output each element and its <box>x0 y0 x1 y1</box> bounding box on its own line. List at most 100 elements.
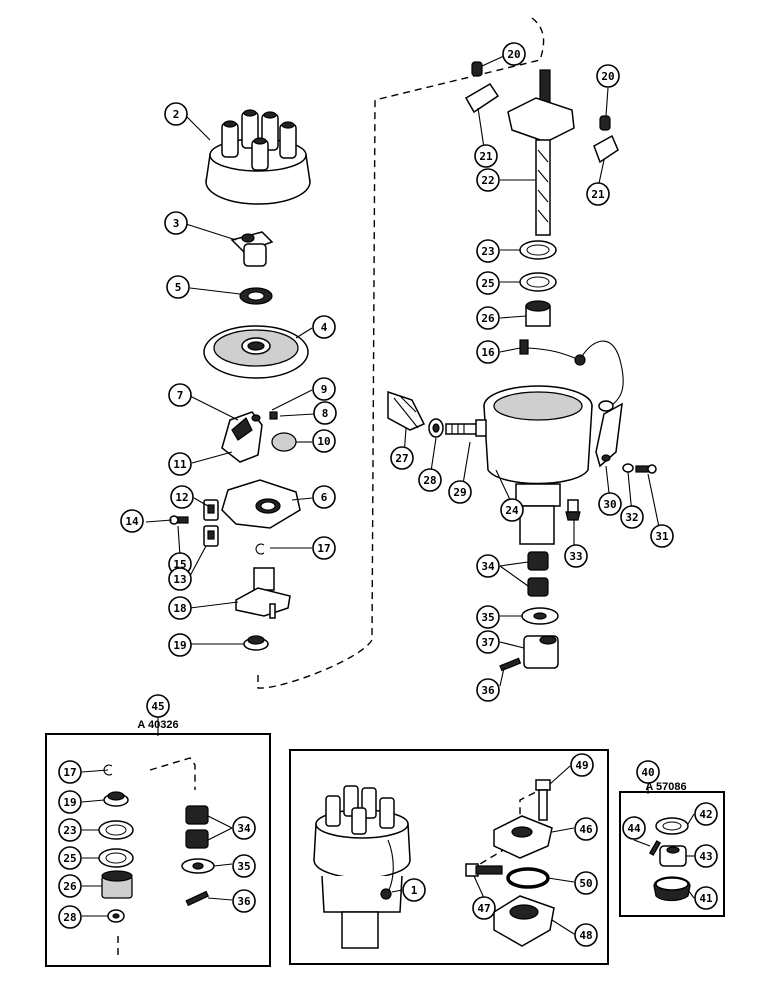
fitting-27-part <box>387 390 426 431</box>
clip-part <box>203 499 219 547</box>
callout-number: 36 <box>237 895 251 908</box>
washer-23-part <box>519 240 557 260</box>
drive-shaft-part <box>507 69 575 236</box>
washer-25-part <box>519 272 557 292</box>
callout-number: 21 <box>479 150 493 163</box>
bushing-34-part <box>527 551 549 597</box>
kit-40-gear-41 <box>653 876 691 902</box>
kit-code-40: A 57086 <box>645 781 686 793</box>
kit-45-seal <box>103 791 129 807</box>
leader-lines <box>81 55 695 935</box>
callout-1: 1 <box>402 878 426 902</box>
callout-number: 11 <box>173 458 187 471</box>
callout-7: 7 <box>168 383 192 407</box>
callout-26: 26 <box>476 306 500 330</box>
callout-number: 7 <box>177 389 184 402</box>
callout-number: 34 <box>481 560 495 573</box>
callout-number: 24 <box>505 504 519 517</box>
callout-number: 36 <box>481 684 495 697</box>
callout-number: 32 <box>625 511 638 524</box>
washer-32-part <box>622 463 634 473</box>
callout-number: 28 <box>423 474 436 487</box>
callout-20: 20 <box>596 64 620 88</box>
adapter-48-part <box>493 895 555 947</box>
callout-number: 29 <box>453 486 466 499</box>
callout-8: 8 <box>313 401 337 425</box>
kit-40-collar-43 <box>659 845 687 867</box>
callout-number: 30 <box>603 498 616 511</box>
fitting-33-part <box>565 499 581 521</box>
callout-17: 17 <box>58 760 82 784</box>
callout-number: 8 <box>322 407 329 420</box>
callout-number: 25 <box>63 852 76 865</box>
callout-number: 5 <box>175 281 182 294</box>
callout-number: 3 <box>173 217 180 230</box>
callout-47: 47 <box>472 896 496 920</box>
callout-number: 10 <box>317 435 330 448</box>
assembled-distributor-part <box>313 785 411 949</box>
callout-number: 47 <box>477 902 490 915</box>
snap-ring-17-part <box>255 543 265 555</box>
callout-23: 23 <box>58 818 82 842</box>
assembly-box <box>289 749 609 965</box>
dust-shield-part <box>203 325 309 379</box>
collar-37-part <box>523 635 559 669</box>
callout-5: 5 <box>166 275 190 299</box>
callout-number: 17 <box>317 542 330 555</box>
callout-number: 1 <box>411 884 418 897</box>
callout-29: 29 <box>448 480 472 504</box>
callout-number: 22 <box>481 174 494 187</box>
clamp-46-part <box>493 815 553 859</box>
callout-number: 31 <box>655 530 669 543</box>
callout-50: 50 <box>574 871 598 895</box>
assembly-path-kit-45 <box>117 757 196 955</box>
callout-16: 16 <box>476 340 500 364</box>
callout-number: 4 <box>321 321 328 334</box>
kit-ref-40: 40 <box>636 760 660 784</box>
callout-number: 6 <box>321 491 328 504</box>
callout-number: 18 <box>173 602 186 615</box>
callout-32: 32 <box>620 505 644 529</box>
callout-20: 20 <box>502 42 526 66</box>
callout-43: 43 <box>694 844 718 868</box>
callout-35: 35 <box>232 854 256 878</box>
callout-number: 23 <box>481 245 494 258</box>
callout-25: 25 <box>476 271 500 295</box>
callout-30: 30 <box>598 492 622 516</box>
callout-41: 41 <box>694 886 718 910</box>
callout-44: 44 <box>622 816 646 840</box>
callout-42: 42 <box>694 802 718 826</box>
callout-12: 12 <box>170 485 194 509</box>
callout-number: 21 <box>591 188 605 201</box>
callout-35: 35 <box>476 605 500 629</box>
kit-40-pin-44 <box>648 840 662 856</box>
callout-number: 17 <box>63 766 76 779</box>
callout-number: 12 <box>175 491 188 504</box>
callout-number: 13 <box>173 573 186 586</box>
callout-number: 42 <box>699 808 712 821</box>
callout-3: 3 <box>164 211 188 235</box>
callout-17: 17 <box>312 536 336 560</box>
kit-45-washer-25 <box>98 848 134 868</box>
oiler-29-part <box>445 419 487 437</box>
washer-5-part <box>239 287 273 305</box>
callout-13: 13 <box>168 567 192 591</box>
callout-2: 2 <box>164 102 188 126</box>
callout-number: 49 <box>575 759 588 772</box>
callout-number: 25 <box>481 277 494 290</box>
callout-6: 6 <box>312 485 336 509</box>
callout-number: 26 <box>481 312 495 325</box>
bolt-49-part <box>535 779 551 821</box>
callout-22: 22 <box>476 168 500 192</box>
callout-19: 19 <box>58 790 82 814</box>
clamp-30-part <box>595 402 623 468</box>
ground-lead-part <box>519 339 624 412</box>
callout-number: 43 <box>699 850 712 863</box>
callout-number: 48 <box>579 929 592 942</box>
callout-number: 19 <box>173 639 186 652</box>
callout-number: 19 <box>63 796 76 809</box>
kit-40-washer-42 <box>655 817 689 835</box>
callout-number: 44 <box>627 822 641 835</box>
washer-28-part <box>428 418 444 438</box>
